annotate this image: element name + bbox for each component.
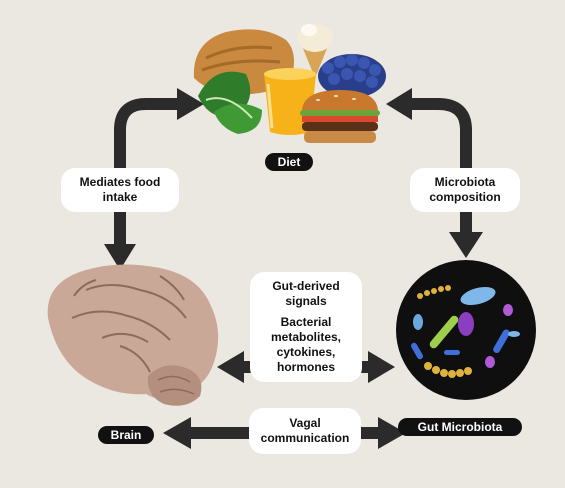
mediates-food-line-2: intake xyxy=(102,190,138,204)
microbiota-composition-line-2: composition xyxy=(429,190,501,204)
vagal-line-2: communication xyxy=(260,431,350,445)
mediates-food-line-1: Mediates food xyxy=(79,175,161,189)
food-illustration xyxy=(193,24,386,143)
gut-signals-line-2: signals xyxy=(285,294,327,308)
vagal-communication-box: Vagal communication xyxy=(249,408,361,454)
arrow-diet-to-gut xyxy=(386,88,483,258)
vagal-line-1: Vagal xyxy=(289,416,321,430)
microbiota-composition-line-1: Microbiota xyxy=(434,175,496,189)
gut-microbiota-label: Gut Microbiota xyxy=(398,418,522,436)
gut-signals-line-1: Gut-derived xyxy=(272,279,340,293)
mediates-food-intake-box: Mediates food intake xyxy=(61,168,179,212)
gut-derived-signals-box: Gut-derived signals Bacterial metabolite… xyxy=(250,272,362,382)
bacterial-line-1: Bacterial xyxy=(280,315,332,329)
brain-label: Brain xyxy=(98,426,154,444)
bacterial-line-4: hormones xyxy=(276,360,335,374)
brain-illustration xyxy=(47,264,219,406)
gut-microbiota-illustration xyxy=(396,260,536,400)
microbiota-composition-box: Microbiota composition xyxy=(410,168,520,212)
bacterial-line-3: cytokines, xyxy=(276,345,336,359)
arrow-brain-to-diet xyxy=(104,88,204,270)
diet-label: Diet xyxy=(265,153,313,171)
bacterial-line-2: metabolites, xyxy=(270,330,342,344)
